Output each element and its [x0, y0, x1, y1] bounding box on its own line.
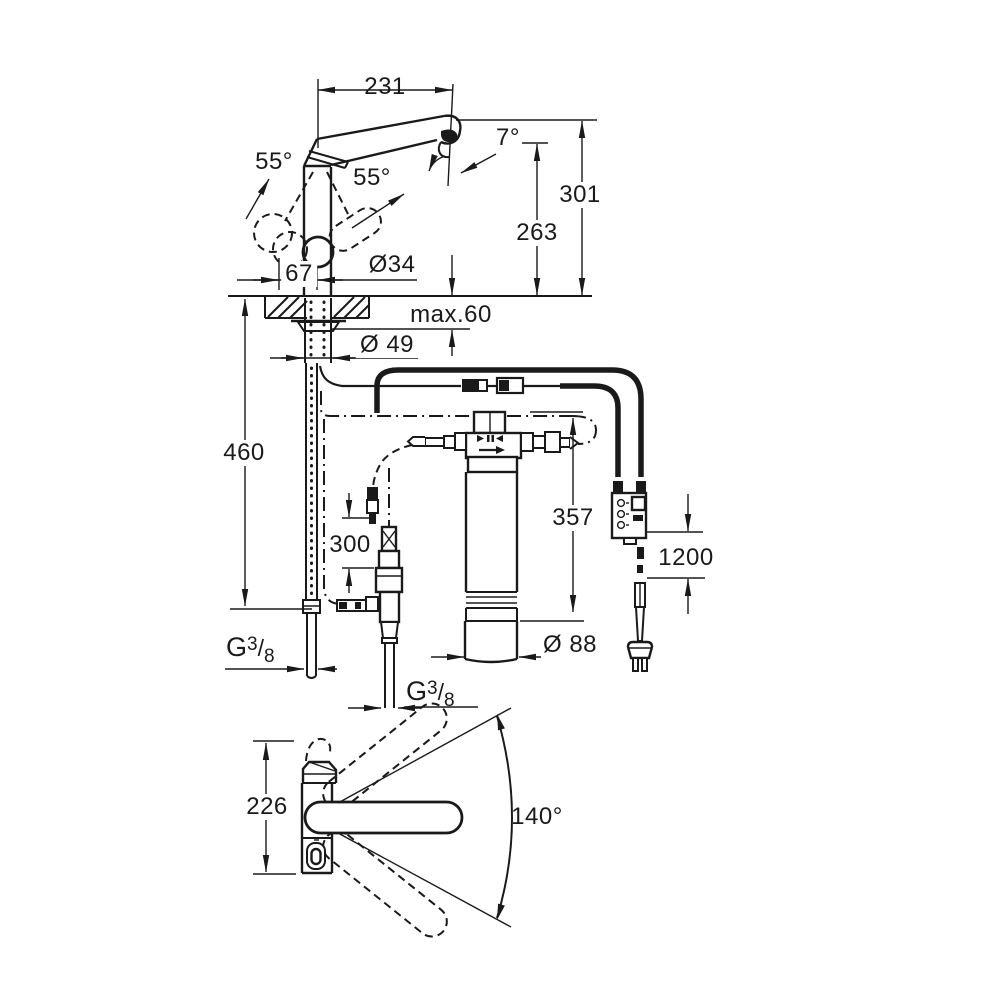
- handle-knob: [301, 235, 335, 269]
- hose-end-connector: [367, 487, 378, 500]
- spout-swiveled-down: [322, 830, 448, 938]
- dim-label-filter-diameter: Ø 88: [542, 631, 598, 658]
- dim-label-lever-angle-right: 55°: [353, 164, 391, 191]
- dim-label-height-spout: 263: [512, 220, 562, 246]
- dim-label-cable-length: 1200: [654, 545, 718, 571]
- spout-swiveled-up: [322, 702, 448, 810]
- plug-prong: [641, 657, 648, 672]
- control-box: [610, 491, 648, 545]
- dim-label-hole-diameter: Ø 49: [355, 332, 419, 358]
- dim-label-clearance-height: 460: [219, 440, 269, 466]
- dim-label-hose-length: 300: [325, 532, 375, 558]
- faucet-top-view: [300, 702, 464, 938]
- display-window: [630, 495, 647, 512]
- dim-label-handle-offset: 67: [281, 261, 317, 287]
- spout-plan: [303, 800, 464, 835]
- supply-hoses: [374, 367, 646, 493]
- swivel-arc: [337, 707, 513, 928]
- filter-hoses: [320, 391, 598, 605]
- handle-knob-tilted-right: [328, 207, 382, 252]
- dim-label-spray-angle: 7°: [496, 124, 520, 151]
- countertop-section: [228, 295, 592, 319]
- pullout-spray-hose: [302, 363, 321, 679]
- dim-label-filter-height: 357: [548, 505, 598, 531]
- dim-label-counter-thickness: max.60: [406, 302, 496, 328]
- thread-label-supply: G3/8: [226, 632, 275, 667]
- filter-cartridge: [406, 410, 580, 664]
- check-valve-assembly: [336, 525, 404, 708]
- thread-label-valve: G3/8: [406, 676, 455, 711]
- filter-outlet-port: [569, 436, 580, 450]
- power-plug: [626, 547, 654, 672]
- dim-label-height-total: 301: [555, 182, 605, 208]
- dim-label-body-diameter: Ø34: [368, 251, 416, 278]
- valve-side-port: [365, 596, 379, 612]
- dim-label-spout-reach: 231: [364, 73, 406, 100]
- cable-coupling: [462, 379, 478, 392]
- faucet-side-view: [253, 114, 462, 296]
- filter-inlet-port: [406, 436, 425, 447]
- plug-prong: [632, 657, 639, 672]
- dim-label-base-height: 226: [242, 794, 292, 820]
- control-cable: [318, 365, 570, 395]
- mounting-shank: [291, 298, 346, 363]
- flow-direction-arrow: [496, 446, 505, 454]
- dim-label-lever-angle-left: 55°: [255, 148, 293, 175]
- aerator: [440, 129, 458, 142]
- dim-label-swivel-angle: 140°: [511, 803, 563, 830]
- mounting-nut: [296, 321, 341, 332]
- valve-inlet-fitting: [336, 599, 367, 612]
